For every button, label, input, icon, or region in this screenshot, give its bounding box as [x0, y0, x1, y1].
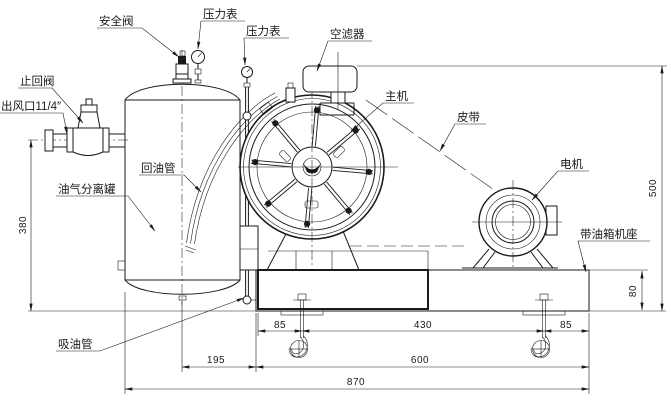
belt: [350, 99, 498, 247]
label-check-valve: 止回阀: [18, 74, 84, 124]
svg-text:回油管: 回油管: [141, 161, 176, 175]
check-valve-assembly: [28, 98, 130, 156]
dim-85-left: 85: [274, 320, 286, 331]
label-oil-suction-pipe: 吸油管: [56, 297, 245, 352]
svg-text:止回阀: 止回阀: [20, 74, 55, 88]
outlet-end-flange: [44, 129, 54, 152]
callout-labels: 安全阀 压力表 压力表 空滤器 主机 皮带 电机 带油箱机座: [0, 7, 650, 352]
svg-text:油气分离罐: 油气分离罐: [58, 182, 116, 196]
oil-gas-separator-tank: [117, 50, 241, 305]
oil-return-pipe: [184, 92, 281, 254]
oil-filler: [285, 87, 296, 103]
safety-valve: [172, 50, 192, 84]
dim-195: 195: [207, 355, 225, 366]
svg-text:压力表: 压力表: [246, 24, 281, 38]
label-motor: 电机: [531, 157, 589, 201]
dim-80: 80: [628, 285, 639, 297]
tank-drain: [178, 295, 187, 301]
svg-text:电机: 电机: [560, 157, 583, 171]
svg-text:皮带: 皮带: [457, 111, 480, 124]
main-unit-blower: [238, 82, 398, 268]
dim-85-right: 85: [560, 320, 572, 331]
tank-wall-bracket: [117, 260, 126, 271]
pedestal-bracket: [239, 225, 259, 271]
dim-500: 500: [648, 179, 659, 197]
label-air-filter: 空滤器: [316, 27, 372, 72]
valve-bonnet: [77, 111, 101, 129]
label-belt: 皮带: [439, 111, 486, 152]
label-oil-gas-separator: 油气分离罐: [56, 182, 156, 232]
svg-text:带油箱机座: 带油箱机座: [580, 227, 638, 241]
svg-text:出风口11/4″: 出风口11/4″: [1, 99, 61, 113]
svg-text:吸油管: 吸油管: [58, 337, 93, 351]
motor-legs: [472, 248, 554, 269]
label-base-with-oil-tank: 带油箱机座: [577, 227, 650, 273]
base-with-oil-tank: [255, 269, 590, 316]
svg-text:安全阀: 安全阀: [99, 14, 134, 28]
label-safety-valve: 安全阀: [97, 14, 180, 58]
label-main-unit: 主机: [350, 89, 414, 132]
check-valve-body: [72, 127, 104, 156]
svg-text:压力表: 压力表: [203, 7, 238, 21]
dim-430: 430: [414, 320, 432, 331]
label-oil-return-pipe: 回油管: [139, 161, 202, 193]
hub-shaft: [303, 163, 321, 174]
label-pressure-gauge-2: 压力表: [243, 24, 289, 66]
air-filter: [302, 52, 358, 110]
svg-text:空滤器: 空滤器: [330, 27, 365, 41]
suction-pipe-elbow: [242, 295, 252, 305]
dim-600: 600: [411, 355, 429, 366]
motor: [462, 180, 562, 278]
svg-text:主机: 主机: [385, 89, 408, 103]
dim-870: 870: [347, 377, 365, 388]
dim-380: 380: [18, 216, 29, 234]
label-pressure-gauge-1: 压力表: [197, 7, 245, 50]
pressure-gauge-1: [191, 50, 205, 84]
anchor-bolt-left: [288, 293, 311, 358]
label-air-outlet: 出风口11/4″: [0, 99, 68, 135]
blower-pedestal: [239, 225, 429, 271]
dimensions: 85 430 85 195 600 870 380 500 80: [18, 65, 664, 394]
